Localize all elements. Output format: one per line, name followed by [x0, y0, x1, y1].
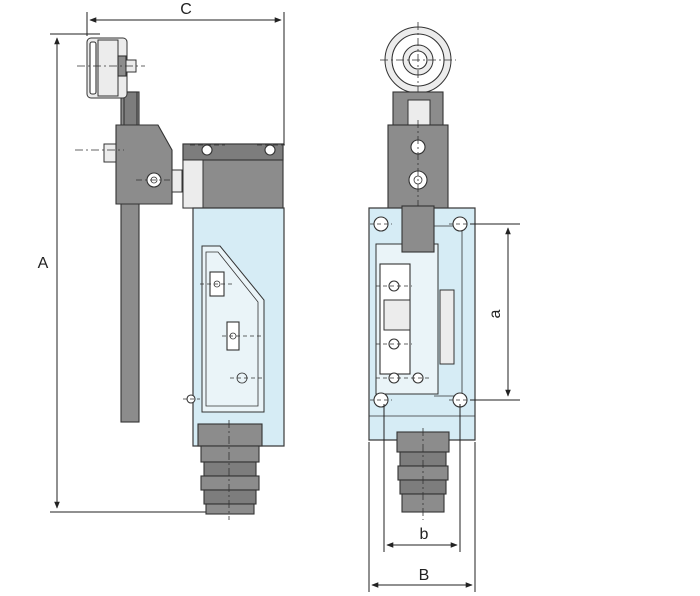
- spring-boot-front-icon: [396, 428, 450, 520]
- front-view: a b B: [368, 22, 520, 592]
- dim-label-b-small: b: [420, 526, 429, 543]
- dimension-a: A: [38, 33, 215, 513]
- roller-front-icon: [380, 22, 456, 100]
- housing-body: [183, 207, 285, 447]
- dim-label-c: C: [180, 1, 192, 18]
- dimension-b-large: B: [368, 442, 476, 592]
- dimension-b-small: b: [383, 404, 461, 552]
- dimension-c: C: [86, 1, 285, 145]
- side-view: C A: [38, 1, 285, 520]
- dimension-a-small: a: [470, 223, 520, 401]
- dim-label-b-large: B: [419, 567, 430, 584]
- spring-boot-icon: [197, 420, 263, 520]
- lever-front: [387, 91, 449, 211]
- housing-front: [368, 205, 476, 441]
- dim-label-a-small: a: [487, 309, 504, 318]
- switch-head: [182, 143, 285, 209]
- lever-clamp: [75, 124, 183, 205]
- roller-wheel-icon: [77, 37, 145, 99]
- dim-label-a: A: [38, 255, 49, 272]
